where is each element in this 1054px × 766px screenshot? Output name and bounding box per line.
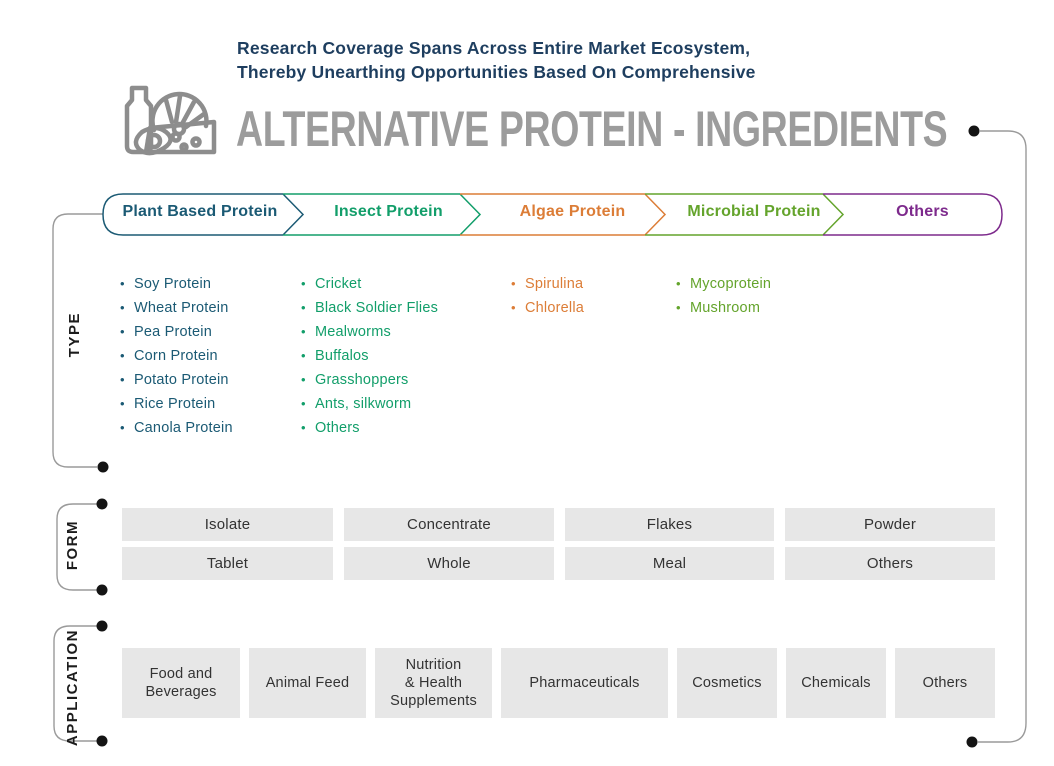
tab-shape-microbial: [645, 193, 845, 236]
list-item: Grasshoppers: [301, 368, 438, 392]
list-item: Canola Protein: [120, 416, 233, 440]
form-box-concentrate: Concentrate: [344, 508, 554, 541]
application-box-chemicals: Chemicals: [786, 648, 886, 718]
type-end-dot: [97, 461, 109, 473]
page-title: ALTERNATIVE PROTEIN - INGREDIENTS: [236, 101, 948, 157]
form-box-isolate: Isolate: [122, 508, 333, 541]
application-box-food-beverages: Food and Beverages: [122, 648, 240, 718]
list-item: Black Soldier Flies: [301, 296, 438, 320]
form-box-meal: Meal: [565, 547, 774, 580]
category-tabs-banner: [102, 193, 1003, 236]
tab-insect-protein: Insect Protein: [334, 203, 443, 220]
form-grid: Isolate Concentrate Flakes Powder Tablet…: [122, 508, 995, 580]
title-dot: [968, 125, 980, 137]
form-box-others: Others: [785, 547, 995, 580]
list-item: Buffalos: [301, 344, 438, 368]
list-item: Ants, silkworm: [301, 392, 438, 416]
type-list-algae: Spirulina Chlorella: [511, 272, 584, 320]
tab-shape-insect: [283, 193, 482, 236]
list-item: Mealworms: [301, 320, 438, 344]
form-box-flakes: Flakes: [565, 508, 774, 541]
list-item: Mycoprotein: [676, 272, 771, 296]
list-item: Wheat Protein: [120, 296, 233, 320]
application-row: Food and Beverages Animal Feed Nutrition…: [122, 648, 995, 718]
tab-algae-protein: Algae Protein: [519, 203, 626, 220]
list-item: Spirulina: [511, 272, 584, 296]
food-products-icon: [124, 85, 217, 156]
section-label-type: TYPE: [66, 312, 83, 358]
list-item: Corn Protein: [120, 344, 233, 368]
form-box-tablet: Tablet: [122, 547, 333, 580]
tab-shape-others: [823, 193, 1003, 236]
tab-microbial-protein: Microbial Protein: [687, 203, 821, 220]
bottom-right-dot: [966, 736, 978, 748]
list-item: Soy Protein: [120, 272, 233, 296]
type-list-insect: Cricket Black Soldier Flies Mealworms Bu…: [301, 272, 438, 440]
list-item: Cricket: [301, 272, 438, 296]
type-list-plant-based: Soy Protein Wheat Protein Pea Protein Co…: [120, 272, 233, 440]
list-item: Potato Protein: [120, 368, 233, 392]
type-list-microbial: Mycoprotein Mushroom: [676, 272, 771, 320]
tab-plant-based-protein: Plant Based Protein: [122, 203, 278, 220]
application-box-cosmetics: Cosmetics: [677, 648, 777, 718]
intro-line-1: Research Coverage Spans Across Entire Ma…: [237, 38, 751, 58]
intro-text: Research Coverage Spans Across Entire Ma…: [237, 36, 756, 84]
application-box-pharmaceuticals: Pharmaceuticals: [501, 648, 668, 718]
form-box-whole: Whole: [344, 547, 554, 580]
application-bottom-dot: [96, 735, 108, 747]
tab-others: Others: [896, 203, 949, 220]
list-item: Rice Protein: [120, 392, 233, 416]
section-label-form: FORM: [64, 520, 81, 571]
form-bottom-dot: [96, 584, 108, 596]
form-box-powder: Powder: [785, 508, 995, 541]
tab-shape-algae: [460, 193, 667, 236]
list-item: Others: [301, 416, 438, 440]
form-top-dot: [96, 498, 108, 510]
section-label-application: APPLICATION: [64, 629, 81, 747]
avocado-icon: [133, 125, 173, 156]
application-top-dot: [96, 620, 108, 632]
application-box-others: Others: [895, 648, 995, 718]
list-item: Mushroom: [676, 296, 771, 320]
application-box-nutrition-supplements: Nutrition & Health Supplements: [375, 648, 492, 718]
list-item: Chlorella: [511, 296, 584, 320]
tab-shape-plant-based: [102, 193, 305, 236]
application-box-animal-feed: Animal Feed: [249, 648, 366, 718]
list-item: Pea Protein: [120, 320, 233, 344]
intro-line-2: Thereby Unearthing Opportunities Based O…: [237, 62, 756, 82]
